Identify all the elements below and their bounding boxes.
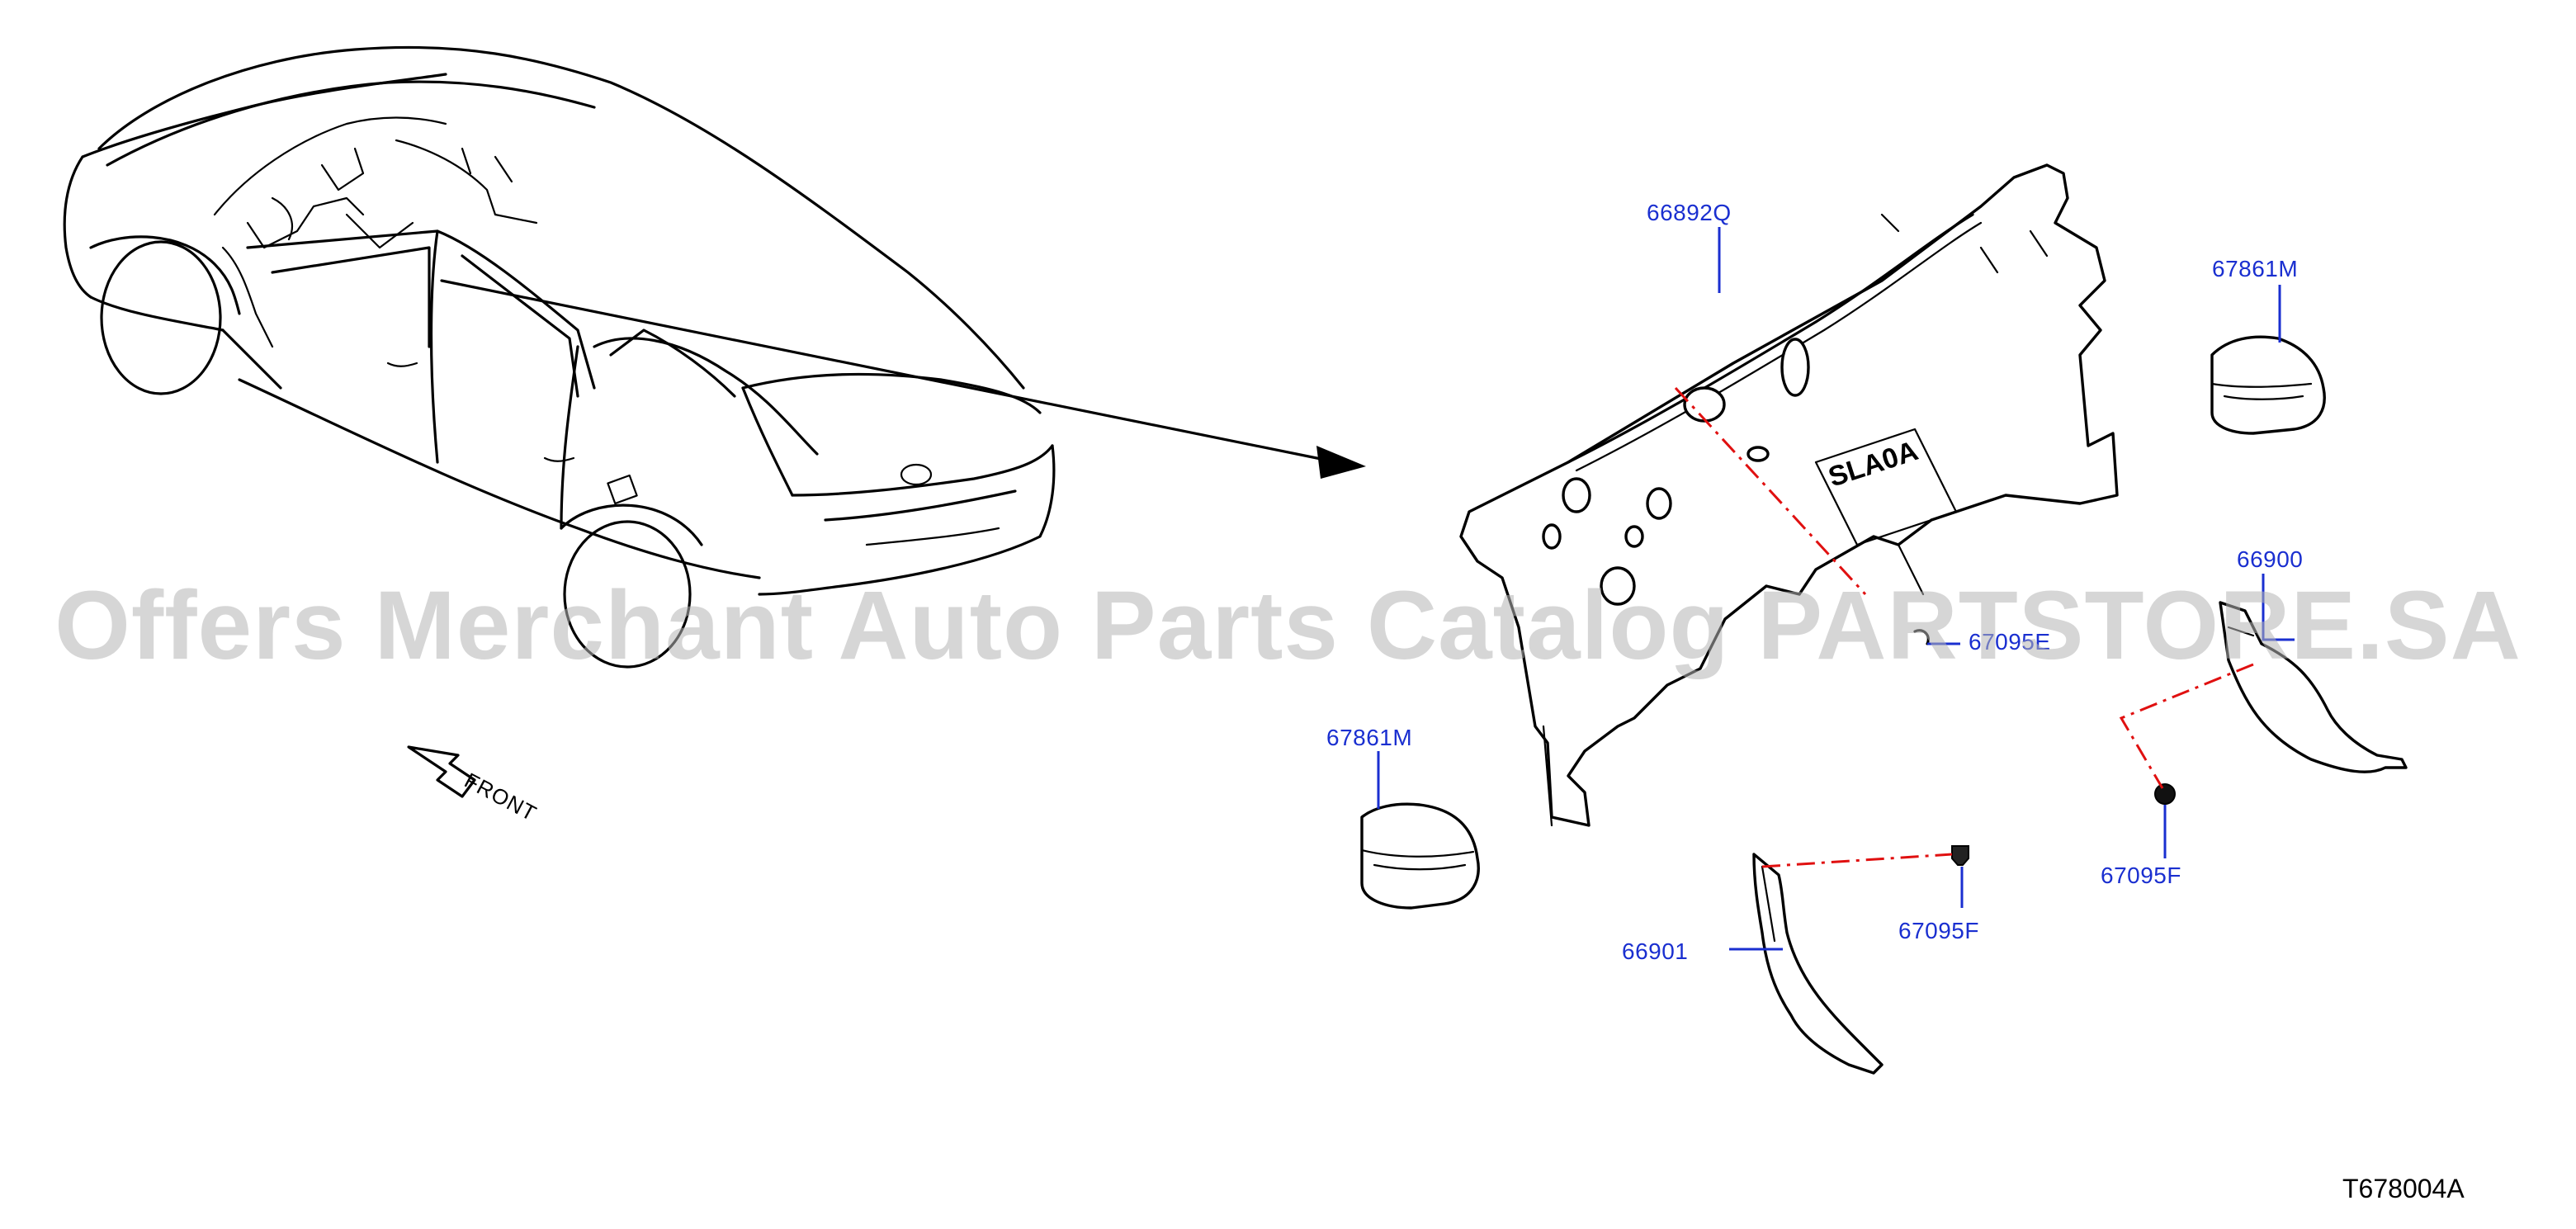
- watermark: Offers Merchant Auto Parts Catalog PARTS…: [54, 571, 2522, 680]
- dash-line-insulator-clip: [1674, 386, 1867, 596]
- callout-67095f-right: 67095F: [2101, 863, 2181, 888]
- callout-67095f-left: 67095F: [1898, 918, 1979, 943]
- clip-67095f-left: [1951, 845, 1969, 866]
- finisher-part-right: [2219, 601, 2408, 773]
- callout-66892q: 66892Q: [1647, 200, 1732, 225]
- clip-67095e: [1913, 629, 1930, 645]
- block-part-upper: [2210, 335, 2326, 435]
- dash-insulator-part: SLA0A: [1459, 163, 2119, 827]
- car-illustration: [63, 45, 1366, 669]
- finisher-part-left: [1752, 853, 1884, 1075]
- clip-67095f-right: [2154, 783, 2176, 805]
- callout-67861m-lower: 67861M: [1326, 725, 1413, 750]
- figure-code: T678004A: [2342, 1174, 2465, 1203]
- front-direction-arrow: [407, 745, 476, 798]
- callout-67095e: 67095E: [1969, 629, 2051, 655]
- callout-66900: 66900: [2237, 546, 2304, 572]
- callout-67861m-upper: 67861M: [2212, 256, 2299, 281]
- leader-66900: [2262, 574, 2295, 641]
- callout-66901: 66901: [1622, 938, 1689, 964]
- block-part-lower: [1360, 802, 1480, 910]
- dash-line-66901-clip: [1761, 853, 1953, 868]
- dash-line-66900-clip: [2119, 663, 2254, 789]
